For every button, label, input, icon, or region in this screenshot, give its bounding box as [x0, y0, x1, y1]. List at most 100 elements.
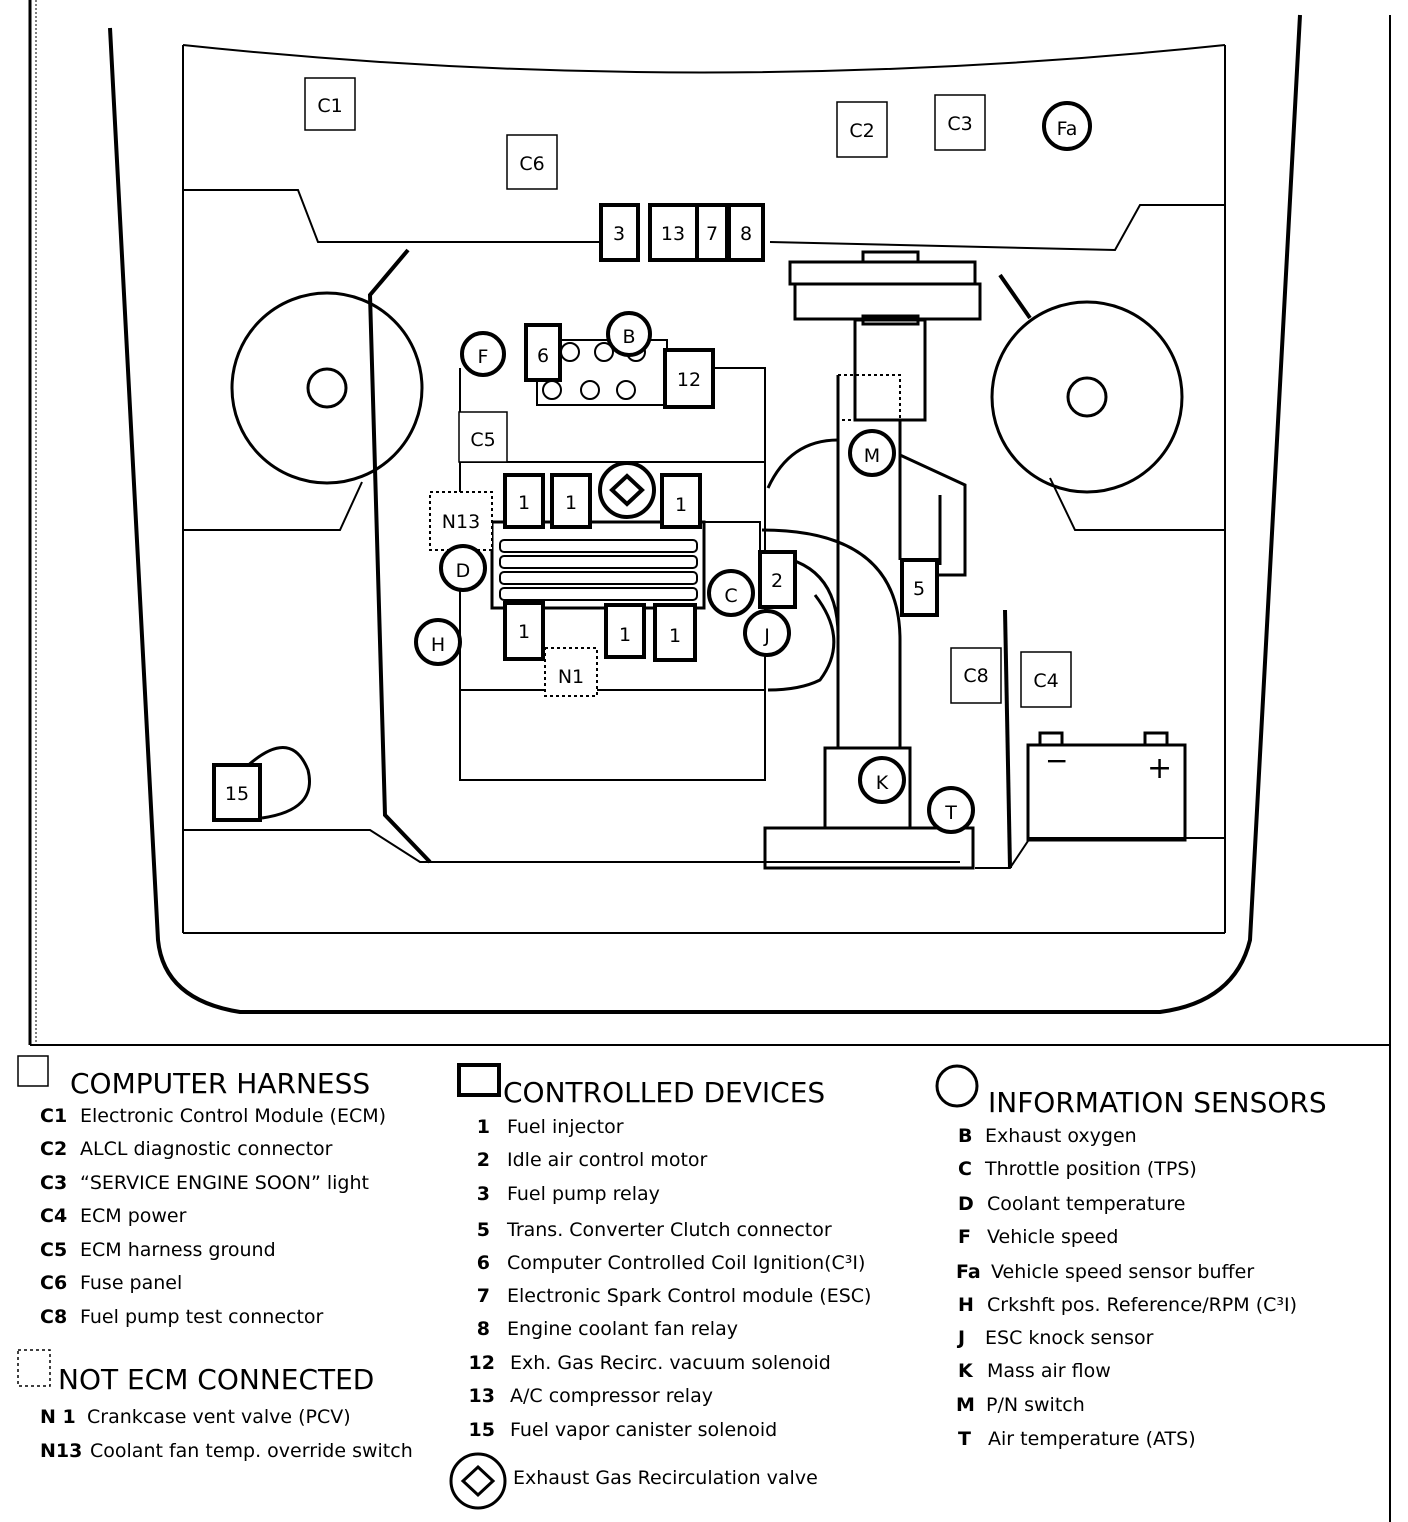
- circle-m: [848, 429, 896, 477]
- legend-heading-not-ecm: NOT ECM CONNECTED: [58, 1363, 374, 1396]
- legend-code: C1: [40, 1105, 67, 1127]
- box-1d: [503, 601, 545, 661]
- legend-text: Coolant fan temp. override switch: [90, 1440, 413, 1462]
- legend-computer-harness-list: C1 Electronic Control Module (ECM) C2 AL…: [40, 1105, 386, 1328]
- label-13: 13: [661, 223, 685, 245]
- legend-text: ALCL diagnostic connector: [80, 1138, 333, 1160]
- label-1f: 1: [669, 625, 681, 647]
- legend-code: C8: [40, 1306, 67, 1328]
- legend-square-icon: [17, 1055, 49, 1087]
- label-d: D: [456, 560, 471, 582]
- legend-not-ecm-list: N 1 Crankcase vent valve (PCV) N13 Coola…: [40, 1406, 413, 1462]
- circle-k: [858, 756, 906, 804]
- label-b: B: [622, 326, 635, 348]
- legend-circle-icon: [935, 1064, 979, 1108]
- legend-code: C3: [40, 1172, 67, 1194]
- label-1c: 1: [675, 494, 687, 516]
- legend-heading-computer-harness: COMPUTER HARNESS: [70, 1067, 370, 1100]
- box-3: [599, 203, 640, 262]
- cowl-panel: [183, 189, 1225, 869]
- box-1c: [660, 473, 702, 529]
- box-1b: [550, 473, 592, 529]
- legend-text: P/N switch: [986, 1394, 1085, 1416]
- legend-text: Fuel vapor canister solenoid: [510, 1419, 777, 1441]
- engine-bay: [367, 248, 1032, 869]
- legend-text: Idle air control motor: [507, 1149, 708, 1171]
- label-6: 6: [537, 345, 549, 367]
- intake-duct: [761, 375, 967, 748]
- label-1e: 1: [619, 624, 631, 646]
- legend-controlled-devices-list: 1 Fuel injector 2 Idle air control motor…: [469, 1116, 872, 1441]
- label-t: T: [944, 802, 957, 824]
- legend-text: Crankcase vent valve (PCV): [87, 1406, 351, 1428]
- battery-negative: −: [1045, 744, 1068, 777]
- legend-code: 5: [477, 1219, 490, 1241]
- label-c3: C3: [947, 113, 972, 135]
- legend-text: Air temperature (ATS): [988, 1428, 1196, 1450]
- label-3: 3: [613, 223, 625, 245]
- legend-text: Crkshft pos. Reference/RPM (C³I): [987, 1294, 1297, 1316]
- circle-fa: [1042, 101, 1092, 151]
- legend-text: Trans. Converter Clutch connector: [506, 1219, 832, 1241]
- legend-code: C2: [40, 1138, 67, 1160]
- box-c3: [934, 94, 986, 151]
- car-body-outline: [108, 14, 1302, 1014]
- legend-text: Fuel pump relay: [507, 1183, 660, 1205]
- box-c1: [304, 77, 356, 131]
- label-5: 5: [913, 578, 925, 600]
- canister-outline: [241, 746, 311, 820]
- legend-text: Exhaust oxygen: [985, 1125, 1137, 1147]
- legend-code: N13: [40, 1440, 82, 1462]
- legend-code: 3: [477, 1183, 490, 1205]
- circle-b: [606, 311, 652, 357]
- label-2: 2: [771, 570, 783, 592]
- box-12: [663, 348, 715, 409]
- box-n1: [544, 647, 598, 697]
- label-1d: 1: [518, 621, 530, 643]
- legend-code: N 1: [40, 1406, 76, 1428]
- box-1e: [604, 603, 646, 659]
- label-fa: Fa: [1057, 118, 1078, 140]
- legend-text: ESC knock sensor: [985, 1327, 1154, 1349]
- label-c1: C1: [317, 95, 342, 117]
- box-c2: [836, 101, 888, 158]
- frame: [28, 0, 1391, 1522]
- legend-code: 2: [477, 1149, 490, 1171]
- box-13: [648, 203, 699, 262]
- label-12: 12: [677, 369, 701, 391]
- label-1a: 1: [518, 492, 530, 514]
- circle-h: [414, 618, 462, 666]
- legend-heading-information-sensors: INFORMATION SENSORS: [988, 1086, 1327, 1119]
- legend-text: Throttle position (TPS): [984, 1158, 1197, 1180]
- legend-text: Fuel pump test connector: [80, 1306, 324, 1328]
- legend-code: Fa: [956, 1261, 981, 1283]
- legend-text: “SERVICE ENGINE SOON” light: [80, 1172, 369, 1194]
- air-cleaner: [788, 250, 982, 422]
- battery-positive: +: [1147, 751, 1172, 786]
- box-n13: [429, 491, 493, 551]
- label-c4: C4: [1033, 670, 1058, 692]
- box-2: [758, 550, 797, 609]
- label-m: M: [864, 445, 880, 467]
- circle-j: [743, 609, 791, 657]
- label-15: 15: [225, 783, 249, 805]
- legend-thick-square-icon: [457, 1063, 501, 1097]
- legend-text: Coolant temperature: [987, 1193, 1185, 1215]
- legend-text: Electronic Control Module (ECM): [80, 1105, 386, 1127]
- label-7: 7: [706, 223, 718, 245]
- legend-code: C6: [40, 1272, 67, 1294]
- label-f: F: [478, 346, 489, 368]
- box-8: [727, 203, 765, 262]
- label-c6: C6: [519, 153, 544, 175]
- legend-code: 7: [477, 1285, 490, 1307]
- legend-code: D: [958, 1193, 974, 1215]
- wheel-right: [990, 300, 1225, 531]
- legend-code: 6: [477, 1252, 490, 1274]
- box-dotted-maf: [837, 374, 901, 421]
- legend-information-sensors-list: B Exhaust oxygen C Throttle position (TP…: [956, 1125, 1297, 1450]
- circle-d: [439, 544, 487, 592]
- box-1a: [503, 473, 545, 529]
- legend-text: A/C compressor relay: [510, 1385, 713, 1407]
- label-c5: C5: [470, 429, 495, 451]
- label-8: 8: [740, 223, 752, 245]
